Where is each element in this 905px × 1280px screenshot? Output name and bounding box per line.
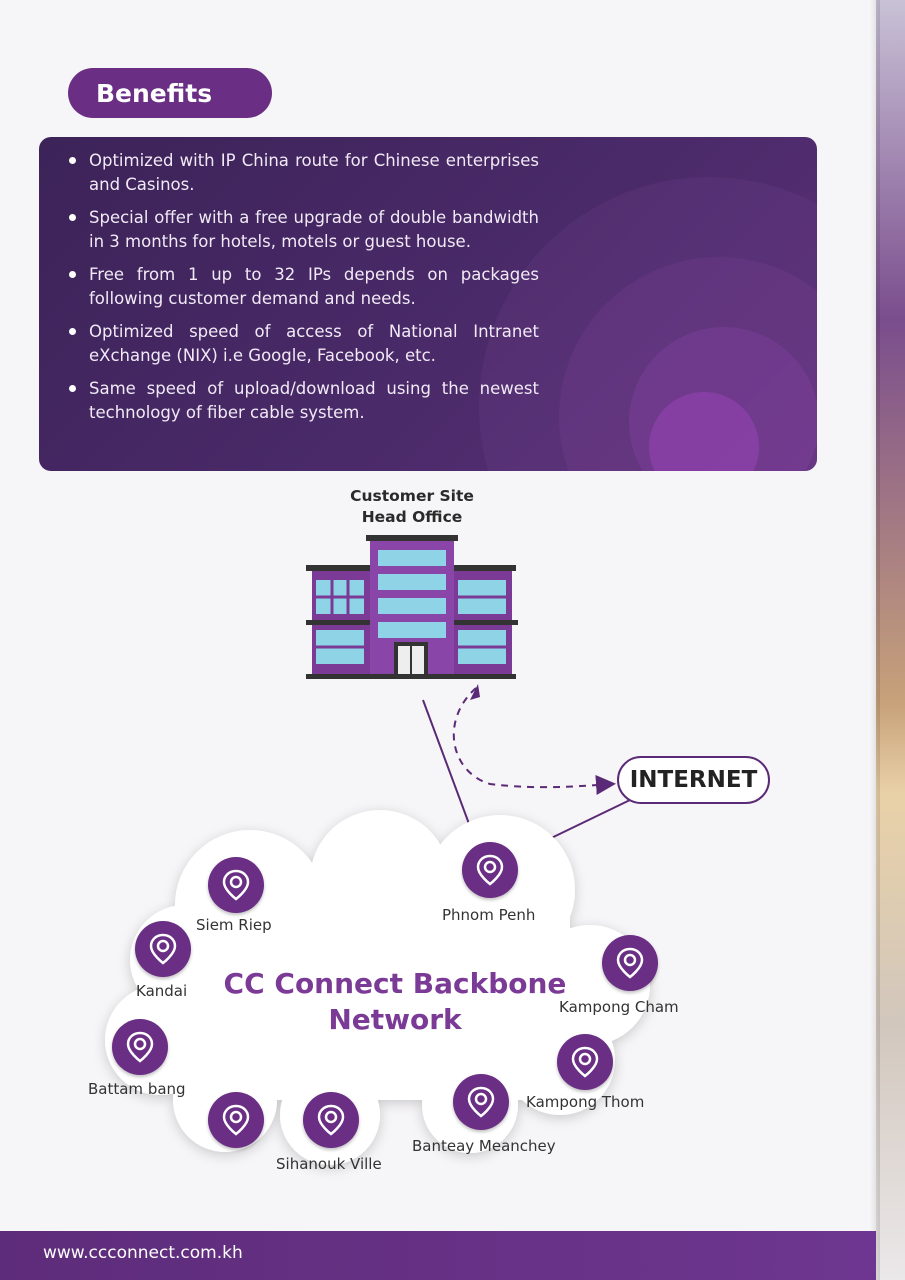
benefits-panel: Optimized with IP China route for Chines… [39,137,817,471]
site-label-line2: Head Office [361,508,463,526]
node-label-sihanouk-ville: Sihanouk Ville [276,1155,382,1173]
arrow-head [470,684,480,700]
customer-site-label: Customer Site Head Office [320,486,504,528]
node-label-phnom-penh: Phnom Penh [442,906,536,924]
site-label-line1: Customer Site [350,487,474,505]
benefit-item: Optimized speed of access of National In… [69,320,539,367]
location-pin-icon [208,1092,264,1148]
node-label-kampong-thom: Kampong Thom [526,1093,645,1111]
location-pin-icon [135,921,191,977]
location-pin-icon [112,1019,168,1075]
node-label-banteay-meanchey: Banteay Meanchey [412,1137,556,1155]
location-pin-icon [208,857,264,913]
benefit-item: Free from 1 up to 32 IPs depends on pack… [69,263,539,310]
location-pin-icon [303,1092,359,1148]
footer-bar: www.ccconnect.com.kh [0,1231,876,1280]
location-pin-icon [453,1074,509,1130]
benefits-list: Optimized with IP China route for Chines… [69,149,539,434]
benefit-item: Same speed of upload/download using the … [69,377,539,424]
page-fold-shadow [870,0,880,1280]
node-label-battambang: Battam bang [88,1080,186,1098]
location-pin-icon [602,935,658,991]
internet-route-arrow [452,687,616,795]
benefit-item: Optimized with IP China route for Chines… [69,149,539,196]
benefits-heading: Benefits [68,68,272,118]
network-title-line2: Network [328,1003,462,1036]
internet-node: INTERNET [617,756,770,804]
office-building-icon [306,535,518,679]
benefit-item: Special offer with a free upgrade of dou… [69,206,539,253]
location-pin-icon [462,842,518,898]
network-title: CC Connect Backbone Network [215,966,575,1038]
decorative-ring [649,392,759,471]
node-label-kampong-cham: Kampong Cham [559,998,679,1016]
node-label-siem-reap: Siem Riep [196,916,272,934]
decorative-ring [629,327,817,471]
location-pin-icon [557,1034,613,1090]
website-url[interactable]: www.ccconnect.com.kh [43,1243,243,1263]
network-title-line1: CC Connect Backbone [223,967,567,1000]
next-page-edge [876,0,905,1280]
node-label-kandai: Kandai [136,982,188,1000]
